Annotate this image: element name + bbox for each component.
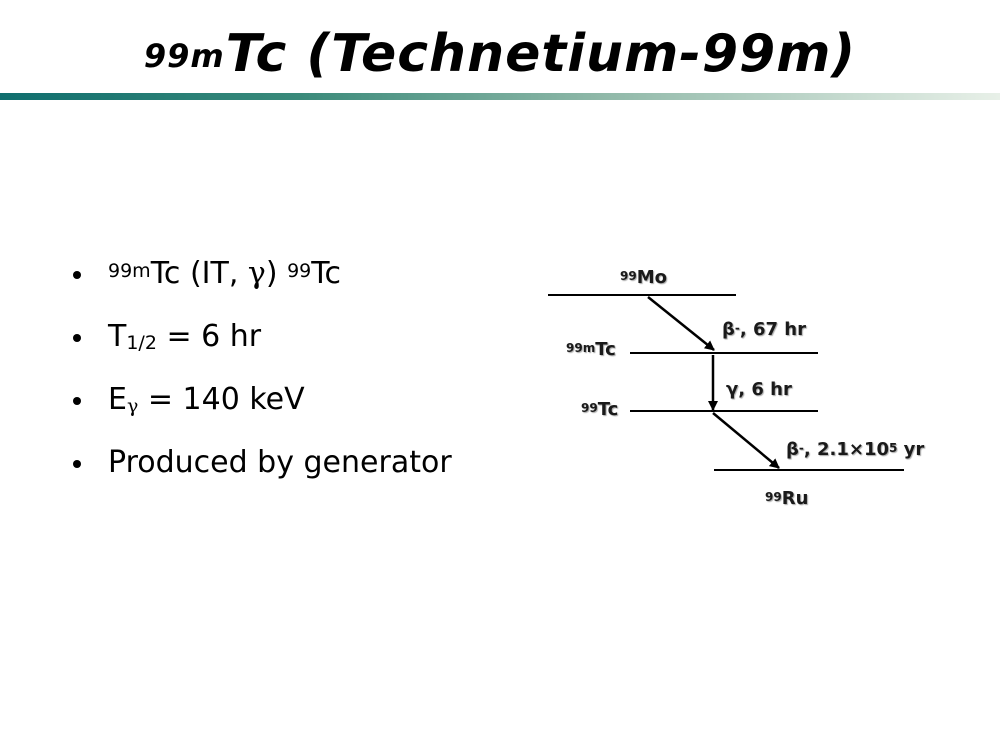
label-tc99-text: Tc [597, 399, 619, 420]
beta-ru-exponent: 5 [889, 441, 898, 455]
beta-symbol: β [722, 319, 735, 340]
label-tc99m-sup: 99m [566, 341, 596, 355]
label-mo99: 99Mo [620, 268, 667, 288]
bullet-dot-icon [73, 460, 81, 468]
bullet-energy: Eγ = 140 keV [70, 382, 452, 417]
bullet-1-sup2: 99 [287, 260, 312, 282]
title-superscript: 99m [143, 37, 225, 75]
bullet-half-life: T1/2 = 6 hr [70, 319, 452, 354]
slide-title: 99mTc (Technetium-99m) [0, 14, 1000, 94]
label-tc99: 99Tc [581, 400, 618, 420]
label-mo99-sup: 99 [620, 269, 637, 283]
bullet-2-sub: 1/2 [126, 332, 157, 354]
bullet-generator: Produced by generator [70, 447, 452, 479]
title-divider [0, 93, 1000, 100]
beta-sup: - [798, 441, 804, 455]
label-ru99-text: Ru [781, 488, 809, 509]
bullet-1-gamma: γ [247, 256, 266, 291]
label-tc99m-text: Tc [595, 339, 616, 360]
beta-arrow-1 [647, 296, 715, 351]
beta-67hr-text: , 67 hr [739, 319, 806, 340]
bullet-3-text1: E [108, 382, 127, 417]
label-ru99-sup: 99 [765, 490, 782, 504]
bullet-list: 99mTc (IT, γ) 99Tc T1/2 = 6 hr Eγ = 140 … [70, 258, 452, 510]
beta-symbol: β [786, 439, 799, 460]
bullet-3-sub: γ [126, 395, 139, 417]
bullet-1-text3: Tc [311, 256, 342, 291]
bullet-4-text1: Produced by generator [108, 445, 452, 480]
bullet-dot-icon [73, 334, 81, 342]
bullet-1-text2: ) [265, 256, 288, 291]
label-beta-67hr: β-, 67 hr [722, 320, 806, 340]
label-gamma-6hr: γ, 6 hr [726, 380, 792, 400]
beta-ru-text1: , 2.1×10 [803, 439, 889, 460]
bullet-2-text2: = 6 hr [156, 319, 262, 354]
beta-arrow-2 [712, 412, 780, 469]
label-tc99m: 99mTc [566, 340, 616, 360]
gamma-6hr-text: γ, 6 hr [726, 379, 792, 400]
bullet-3-text2: = 140 keV [138, 382, 305, 417]
beta-ru-text2: yr [897, 439, 925, 460]
title-text: Tc (Technetium-99m) [225, 24, 857, 84]
label-tc99-sup: 99 [581, 401, 598, 415]
bullet-1-text1: Tc (IT, [150, 256, 248, 291]
label-beta-ru: β-, 2.1×105 yr [786, 440, 924, 460]
beta-sup: - [734, 321, 740, 335]
label-ru99: 99Ru [765, 489, 808, 509]
bullet-2-text1: T [108, 319, 127, 354]
bullet-reaction: 99mTc (IT, γ) 99Tc [70, 258, 452, 290]
label-mo99-text: Mo [636, 267, 667, 288]
bullet-1-sup1: 99m [108, 260, 151, 282]
bullet-dot-icon [73, 271, 81, 279]
bullet-dot-icon [73, 397, 81, 405]
